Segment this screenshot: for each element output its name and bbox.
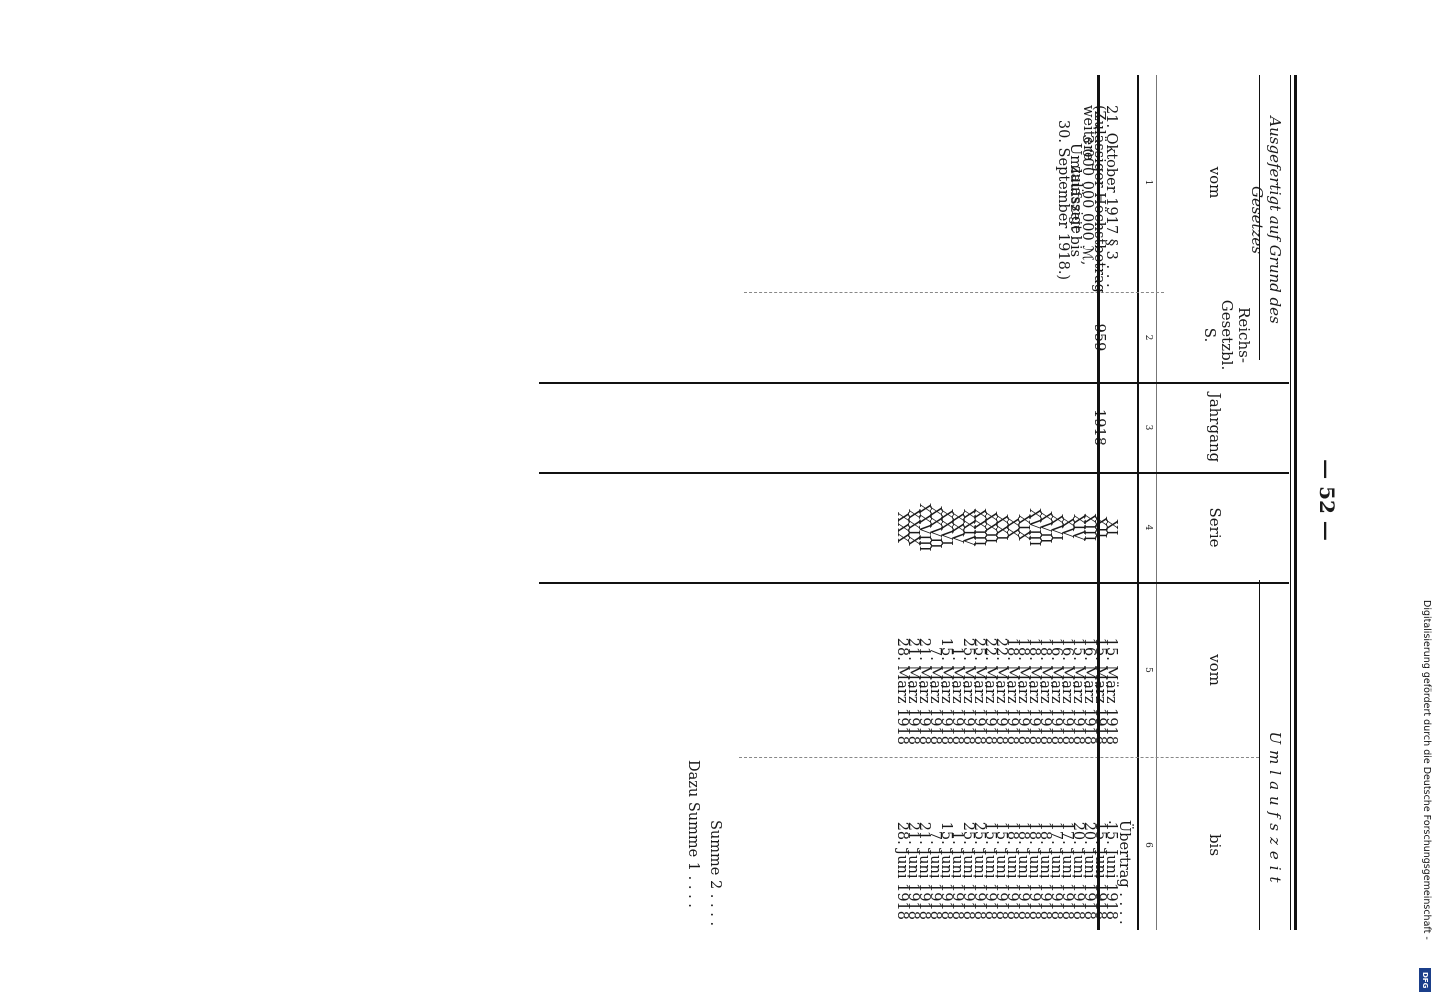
header-circ-underline: [1259, 580, 1260, 930]
summe2-label: Summe 2 . . . .: [707, 820, 723, 927]
colnum-3: 3: [1143, 424, 1153, 431]
colnum-1: 1: [1143, 179, 1153, 186]
sep-5-6: [739, 757, 1259, 758]
sep-4-5: [539, 582, 1289, 584]
table-bottom-rule: [1097, 75, 1100, 930]
colnum-6: 6: [1143, 842, 1153, 848]
header-group-circulation: Umlaufszeit: [1266, 731, 1284, 889]
row-serie: XXX: [894, 512, 910, 543]
dfg-credit-text: Digitalisierung gefördert durch die Deut…: [1421, 600, 1432, 940]
law-line-5: 30. September 1918.): [1055, 119, 1071, 281]
col-header-vom2: vom: [1206, 654, 1224, 686]
header-group-law: Ausgefertigt auf Grund des Gesetzes: [1248, 116, 1284, 324]
colnum-2: 2: [1143, 334, 1153, 341]
dfg-credit-strip: Digitalisierung gefördert durch die Deut…: [1418, 600, 1432, 995]
table-top-rule: [1294, 75, 1297, 930]
colnum-rule-bottom: [1137, 75, 1139, 930]
sep-2-3: [539, 382, 1289, 384]
page-number: — 52 —: [1315, 459, 1339, 541]
colnum-4: 4: [1143, 524, 1153, 531]
row-bis: 28. Juni 1918: [894, 821, 910, 920]
header-law-underline: [1259, 75, 1260, 360]
table-top-rule-thin: [1290, 75, 1291, 930]
row-vom: 28. März 1918: [894, 637, 910, 745]
col-header-jahrgang: Jahrgang: [1206, 392, 1224, 463]
col-header-serie: Serie: [1206, 507, 1224, 548]
colnum-5: 5: [1143, 667, 1153, 673]
sep-3-4: [539, 472, 1289, 474]
colnum-rule-top: [1156, 75, 1157, 930]
col-header-rgbl: Reichs-Gesetzbl. S.: [1201, 299, 1253, 371]
col-header-bis: bis: [1206, 833, 1224, 857]
dfg-logo: DFG: [1419, 968, 1431, 992]
summe1-label: Dazu Summe 1 . . . .: [685, 760, 701, 908]
col-header-vom: vom: [1206, 166, 1224, 199]
